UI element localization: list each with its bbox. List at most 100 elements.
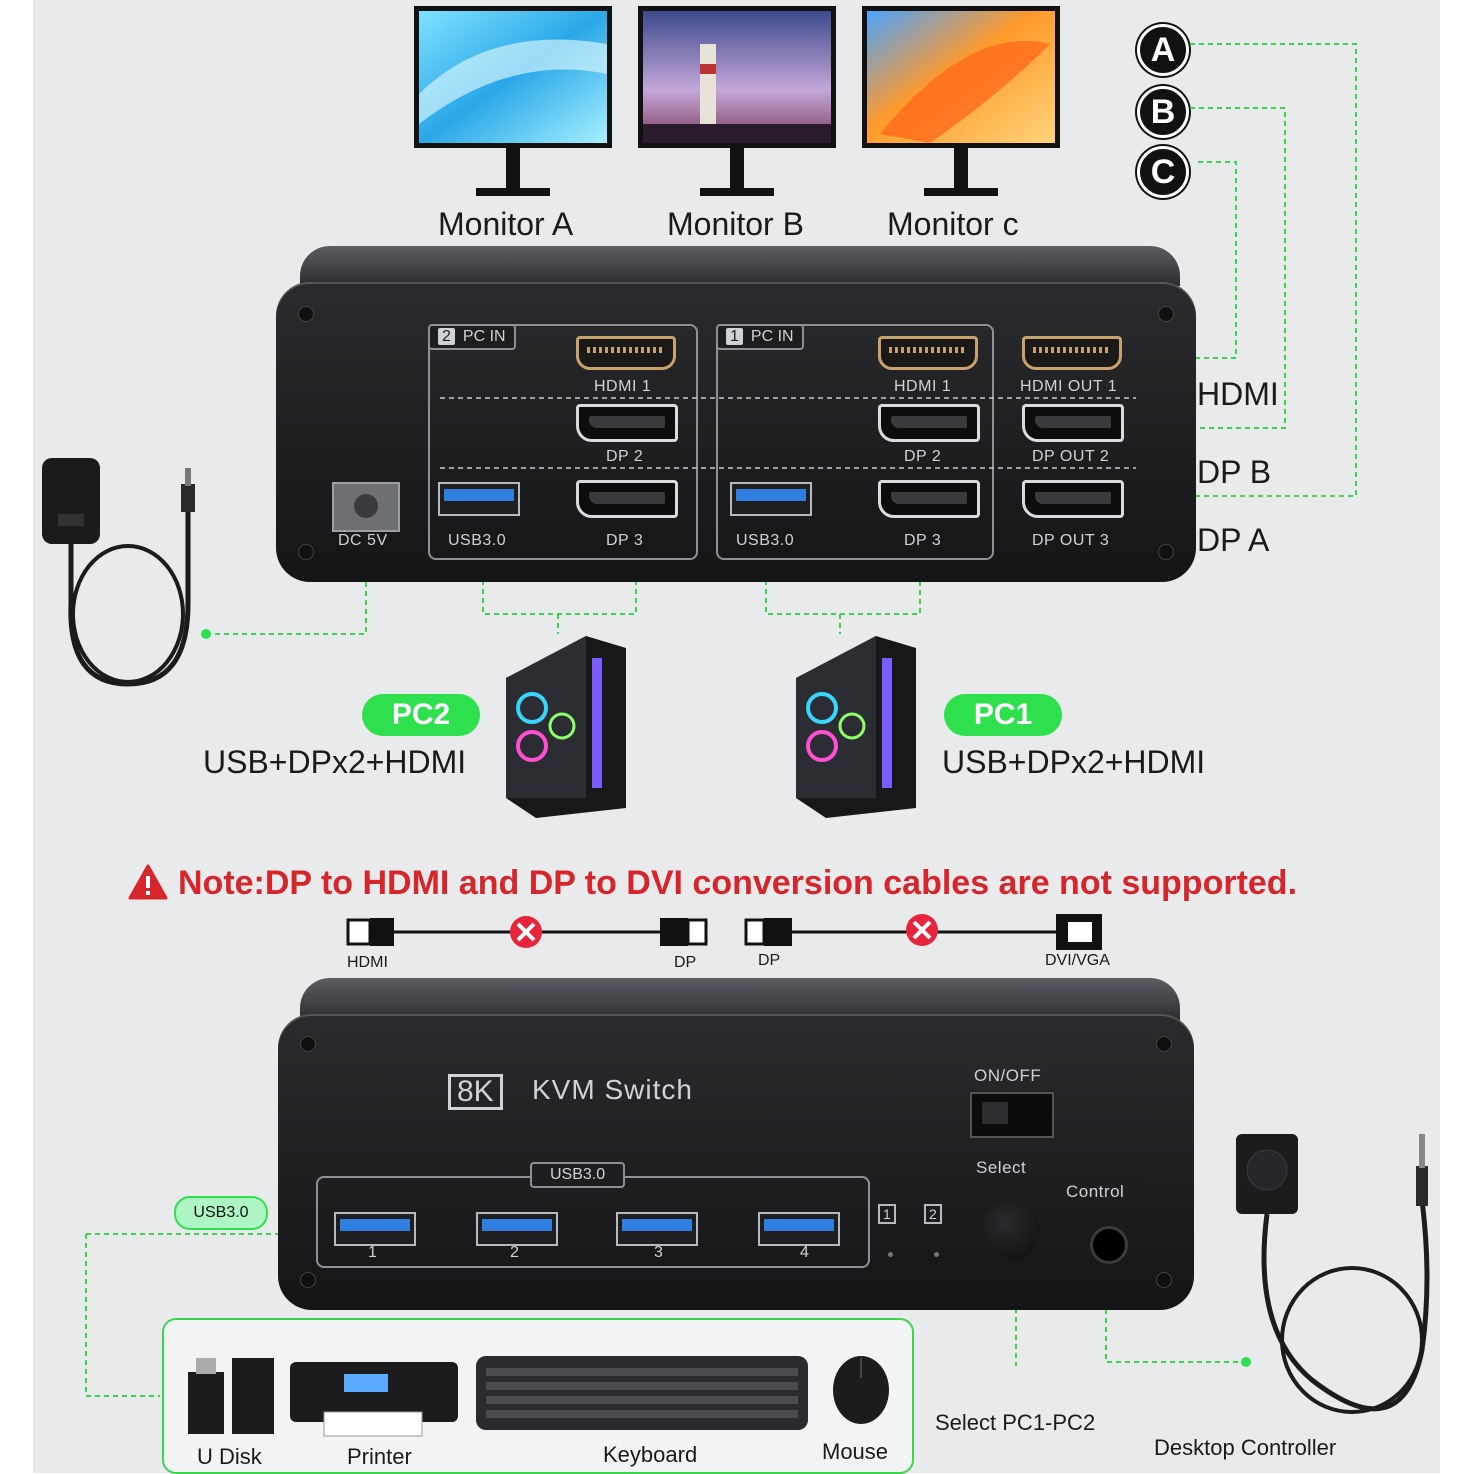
pc1-usb-port[interactable] [730,482,812,516]
onoff-label: ON/OFF [974,1066,1042,1085]
screw [298,306,314,322]
dc5v-label: DC 5V [338,532,388,549]
dp-to-dvi-cable-icon [744,914,1102,950]
cable-hdmi-label: HDMI [347,954,388,971]
dp-a-output-label: DP A [1197,522,1270,558]
peripheral-label-u-disk: U Disk [197,1444,262,1469]
monitor-a-icon [414,6,612,196]
hdmi-output-label: HDMI [1197,376,1279,412]
pc2-dp3-port[interactable] [576,480,678,518]
pc2-badge: PC2 [362,694,480,736]
led-1-indicator [888,1252,893,1257]
pc1-hdmi1-label: HDMI 1 [894,378,952,395]
screw [298,544,314,560]
led-2-indicator [934,1252,939,1257]
monitor-b-icon [638,6,836,196]
dp-b-output-label: DP B [1197,454,1272,490]
front-usb-label-3: 3 [654,1244,664,1261]
led-2-label: 2 [924,1204,943,1224]
control-jack[interactable] [1090,1226,1128,1264]
pc2-hdmi1-port[interactable] [576,336,676,370]
pc1-dp3-port[interactable] [878,480,980,518]
product-title: KVM Switch [532,1074,693,1105]
dp-out2-port[interactable] [1022,404,1124,442]
front-usb-label-1: 1 [368,1244,378,1261]
dp-out3-port[interactable] [1022,480,1124,518]
dc-power-jack [332,482,400,532]
power-adapter-icon [42,458,195,687]
usb-group-label: USB3.0 [530,1162,626,1188]
pc2-dp3-label: DP 3 [606,532,644,549]
select-label: Select [976,1158,1027,1177]
unsupported-cables [346,914,1102,950]
pc1-dp2-port[interactable] [878,404,980,442]
peripheral-label-mouse: Mouse [822,1439,889,1464]
kvm-front-panel: 8K KVM Switch ON/OFF Select Control USB3… [278,1014,1194,1310]
monitor-c-icon [862,6,1060,196]
u-disk-icon [188,1358,274,1434]
panel-dividers [440,397,1136,469]
printer-icon [290,1362,458,1437]
dp-out2-label: DP OUT 2 [1032,448,1110,465]
pc1-dp2-label: DP 2 [904,448,942,465]
pc1-num: 1 [726,328,743,345]
output-a-badge: A [1137,24,1189,76]
front-usb-label-2: 2 [510,1244,520,1261]
pc1-description: USB+DPx2+HDMI [942,744,1206,780]
monitor-row [414,6,1060,196]
hdmi-out1-label: HDMI OUT 1 [1020,378,1118,395]
monitor-c-label: Monitor c [887,206,1019,242]
dp-out3-label: DP OUT 3 [1032,532,1110,549]
select-button[interactable] [982,1202,1040,1260]
front-usb-label-4: 4 [800,1244,810,1261]
screw [1158,544,1174,560]
warning-icon [128,864,168,900]
monitor-a-label: Monitor A [438,206,574,242]
power-switch[interactable] [970,1092,1054,1138]
output-b-badge: B [1137,86,1189,138]
keyboard-icon [476,1356,808,1430]
front-usb-port-1[interactable] [334,1212,416,1246]
screw [1158,306,1174,322]
screw [1156,1272,1172,1288]
device-top-edge [300,246,1180,286]
cable-dvi-vga-label: DVI/VGA [1045,952,1110,969]
pc1-tag: 1 PC IN [716,324,804,350]
pc2-dp2-port[interactable] [576,404,678,442]
pc1-badge: PC1 [944,694,1062,736]
output-c-badge: C [1137,146,1189,198]
hdmi-out1-port[interactable] [1022,336,1122,370]
pc2-dp2-label: DP 2 [606,448,644,465]
controller-caption: Desktop Controller [1154,1435,1337,1460]
front-usb-port-3[interactable] [616,1212,698,1246]
pc1-tower-icon [796,636,916,818]
front-usb-port-4[interactable] [758,1212,840,1246]
pc2-usb-label: USB3.0 [448,532,507,549]
led-1-label: 1 [878,1204,897,1224]
pc2-description: USB+DPx2+HDMI [203,744,467,780]
pc2-input-group [428,324,698,560]
cable-dp2-label: DP [758,952,781,969]
pc1-input-group [716,324,994,560]
pc1-tag-label: PC IN [750,328,794,345]
usb30-badge: USB3.0 [174,1196,268,1230]
pc2-usb-port[interactable] [438,482,520,516]
cable-dp-label: DP [674,954,697,971]
pc2-tower-icon [506,636,626,818]
note-text: Note:DP to HDMI and DP to DVI conversion… [178,864,1298,902]
pc1-hdmi1-port[interactable] [878,336,978,370]
control-label: Control [1066,1182,1125,1201]
pc1-dp3-label: DP 3 [904,532,942,549]
hdmi-to-dp-cable-icon [346,916,708,948]
screw [300,1036,316,1052]
pc2-hdmi1-label: HDMI 1 [594,378,652,395]
peripheral-label-printer: Printer [347,1444,412,1469]
pc1-usb-label: USB3.0 [736,532,795,549]
front-usb-port-2[interactable] [476,1212,558,1246]
desktop-controller-icon [1236,1134,1430,1414]
select-caption: Select PC1-PC2 [935,1410,1096,1435]
monitor-b-label: Monitor B [667,206,804,242]
